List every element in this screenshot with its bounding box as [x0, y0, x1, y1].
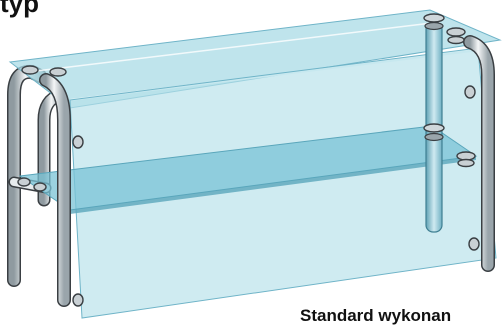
caption-text: Standard wykonan	[300, 306, 452, 325]
right-glass-post	[423, 13, 445, 233]
top-glass-panel	[8, 9, 502, 109]
front-steel-frame	[39, 35, 495, 307]
glass-clamps	[17, 27, 480, 307]
page-heading-fragment: typ	[0, 0, 39, 18]
